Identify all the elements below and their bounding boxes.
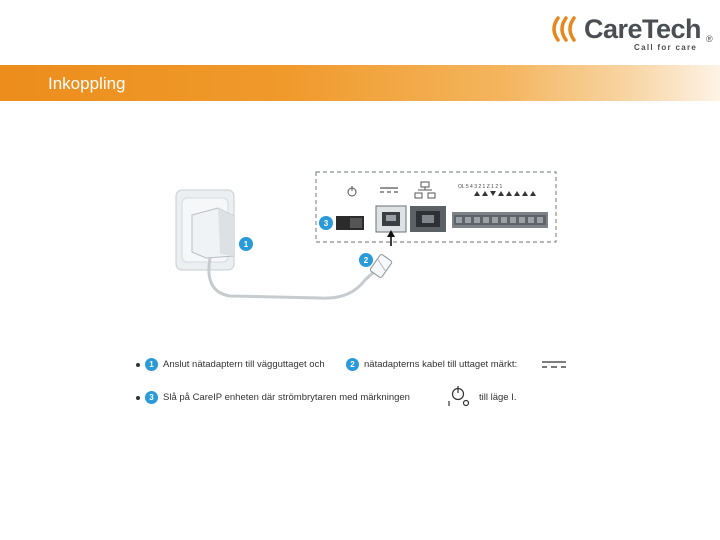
instructions-list: 1 Anslut nätadaptern till vägguttaget oc… [134,356,594,422]
step-2-text: nätadapterns kabel till uttaget märkt: [364,359,518,370]
network-symbol-icon [414,181,436,199]
arrow-up-icon [387,230,395,246]
step-3-text: Slå på CareIP enheten där strömbrytaren … [163,392,410,403]
step-number-3: 3 [145,391,158,404]
logo-tagline: Call for care [634,43,698,52]
step-number-1: 1 [145,358,158,371]
ethernet-port-icon [410,206,446,232]
terminal-block-icon [452,212,548,228]
logo-wordmark: CareTech [584,14,702,44]
connection-diagram: OL 5 4 3 2 1 Z 1 2 1 [175,171,557,300]
page-title: Inkoppling [48,74,126,93]
svg-text:2: 2 [364,256,369,265]
power-adapter-icon [191,207,235,259]
dc-port-icon [375,205,407,233]
rj-plug-icon [369,254,393,278]
dc-symbol-icon [542,361,566,368]
led-indicator-strip: OL 5 4 3 2 1 Z 1 2 1 [458,184,536,196]
adapter-cable [207,257,383,300]
title-banner: Inkoppling [0,65,720,101]
step-number-2: 2 [346,358,359,371]
logo-arcs-icon [552,16,576,42]
svg-text:OL 5 4 3 2 1 Z 1 2 1: OL 5 4 3 2 1 Z 1 2 1 [458,184,503,190]
device-panel-outline [315,171,557,243]
power-symbol-icon [448,386,470,407]
power-switch-icon [336,216,364,230]
step-3-text-end: till läge I. [479,392,517,403]
dc-symbol-icon [380,187,398,193]
power-symbol-icon [347,186,357,197]
marker-2: 2 [359,253,373,267]
svg-text:1: 1 [244,240,249,249]
logo-registered-mark: ® [706,34,713,44]
bullet [136,363,140,367]
step-1-text: Anslut nätadaptern till vägguttaget och [163,359,325,370]
marker-3: 3 [319,216,333,230]
marker-1: 1 [239,237,253,251]
instruction-step-1: 1 Anslut nätadaptern till vägguttaget oc… [134,356,594,378]
instruction-step-3: 3 Slå på CareIP enheten där strömbrytare… [134,386,594,411]
caretech-logo: CareTech ® Call for care [548,12,714,56]
bullet [136,396,140,400]
svg-text:3: 3 [324,219,329,228]
